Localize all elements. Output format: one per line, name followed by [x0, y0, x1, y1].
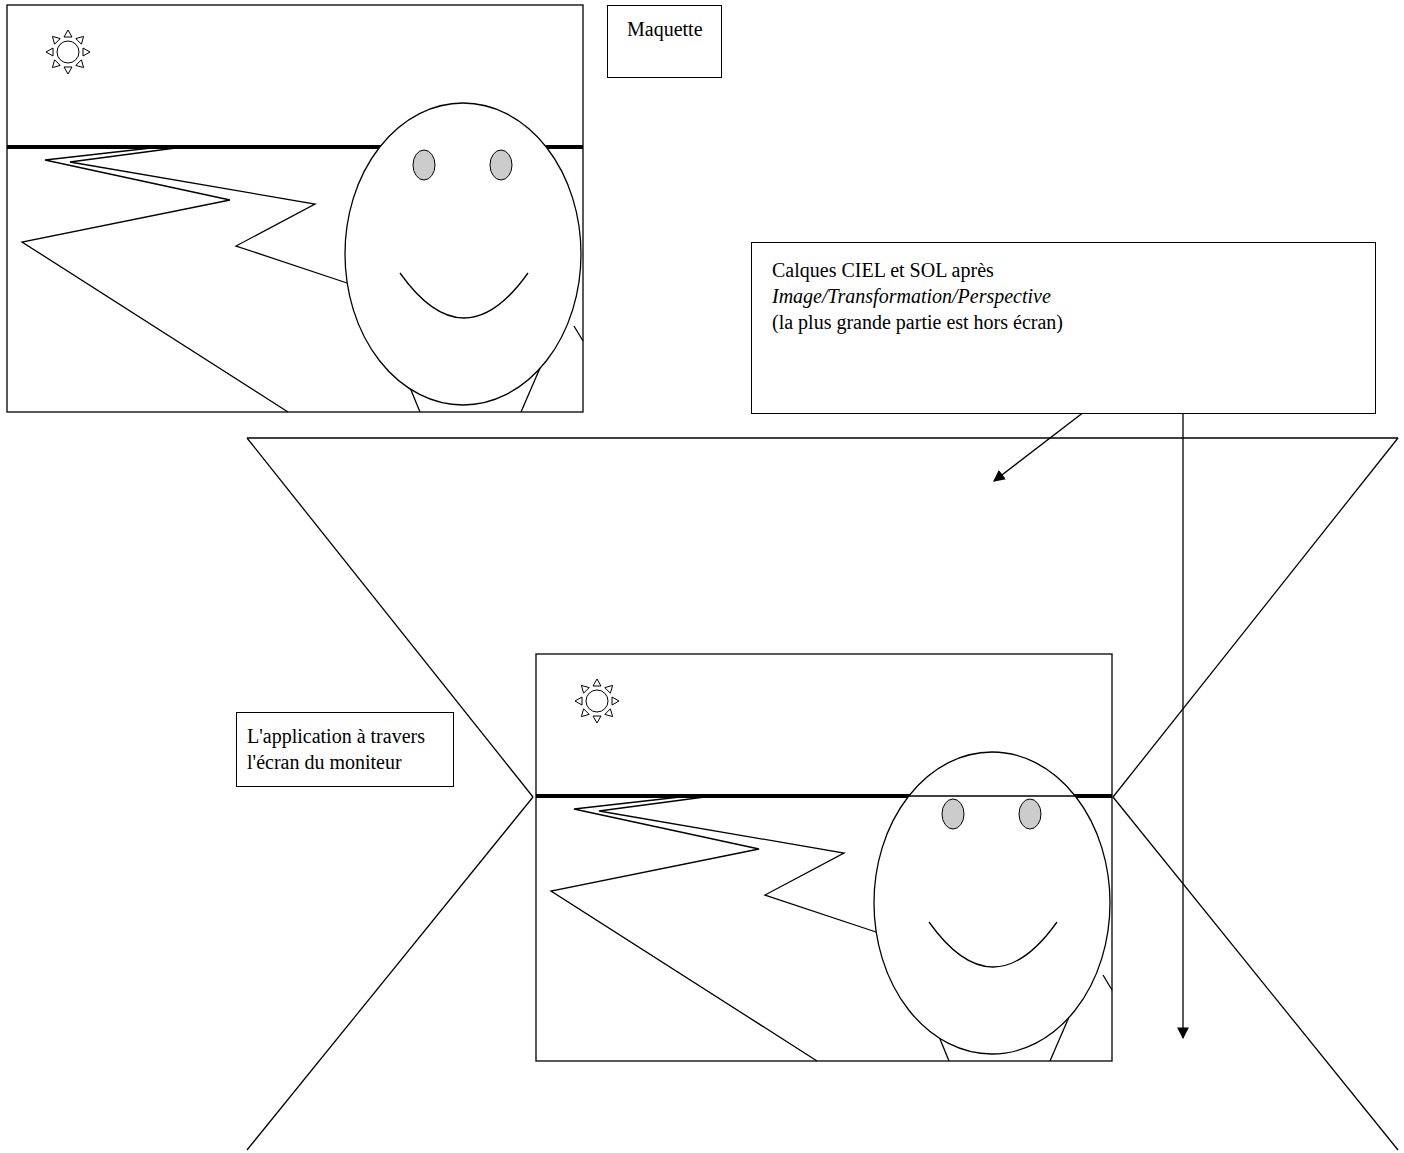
perspective-outline	[247, 438, 1398, 1150]
note-box: Calques CIEL et SOL aprèsImage/Transform…	[751, 242, 1376, 414]
horizon-line	[893, 795, 1105, 796]
mockup-picture	[7, 5, 583, 412]
note-text: Calques CIEL et SOL après	[772, 257, 1357, 283]
note-box: L'application à travers l'écran du monit…	[236, 712, 454, 787]
note-text: Maquette	[627, 16, 703, 42]
note-text: L'application à travers l'écran du monit…	[247, 723, 443, 775]
note-text: Image/Transformation/Perspective	[772, 283, 1357, 309]
screen-picture	[536, 654, 1112, 1061]
note-text: (la plus grande partie est hors écran)	[772, 309, 1357, 335]
label-box: Maquette	[607, 5, 722, 78]
leader-arrows	[994, 392, 1183, 1038]
